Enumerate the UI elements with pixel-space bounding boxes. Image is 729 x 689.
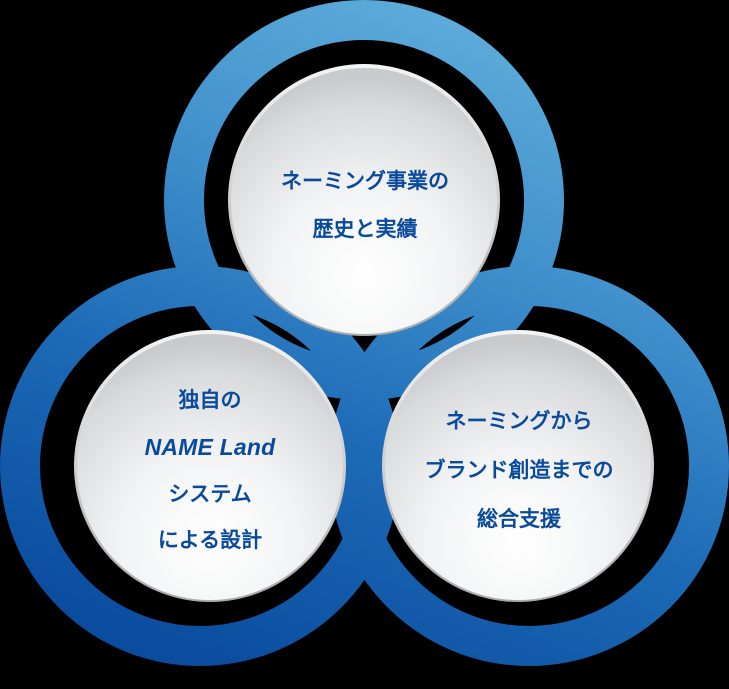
circle-label-system: 独自の NAME Land システム による設計 bbox=[80, 372, 340, 568]
disc-left bbox=[74, 330, 346, 602]
label-line: ネーミング事業の bbox=[281, 168, 449, 193]
label-line-brand: NAME Land bbox=[144, 433, 276, 460]
label-line: システム bbox=[168, 481, 252, 506]
circle-label-support: ネーミングから ブランド創造までの 総合支援 bbox=[388, 400, 650, 540]
label-line: 独自の bbox=[178, 387, 242, 412]
rings bbox=[0, 0, 729, 672]
disc-top bbox=[228, 64, 500, 336]
label-line: による設計 bbox=[157, 527, 263, 552]
circle-label-history: ネーミング事業の 歴史と実績 bbox=[235, 150, 495, 260]
label-line: 歴史と実績 bbox=[312, 216, 418, 241]
disc-right bbox=[382, 330, 654, 602]
label-line: 総合支援 bbox=[477, 506, 561, 531]
label-line: ブランド創造までの bbox=[424, 457, 614, 482]
ring-left bbox=[0, 266, 400, 666]
ring-right bbox=[329, 266, 729, 666]
label-line: ネーミングから bbox=[445, 408, 593, 433]
